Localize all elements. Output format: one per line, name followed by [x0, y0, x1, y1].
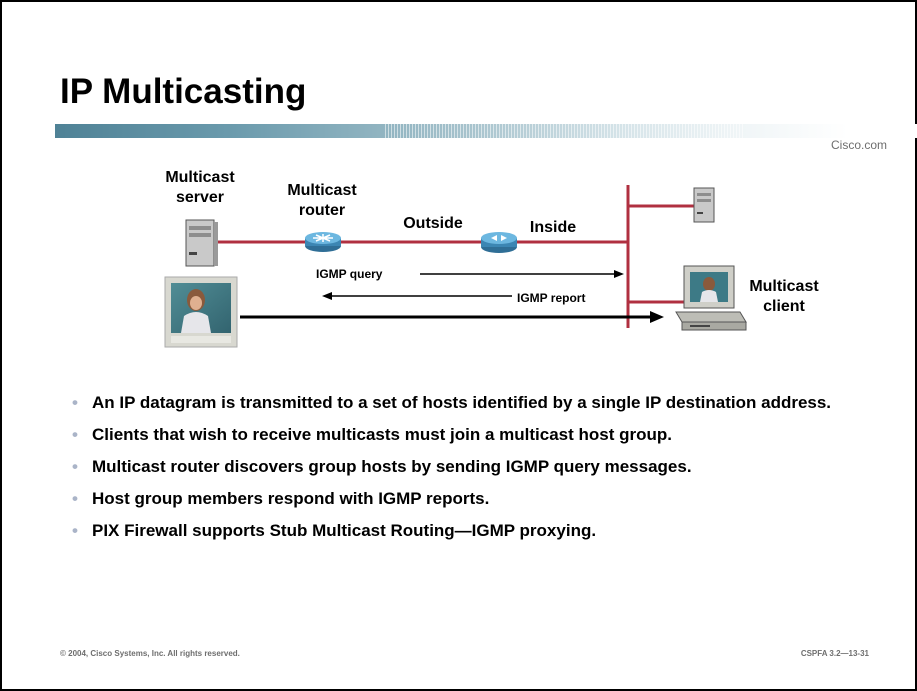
brand-label: Cisco.com [830, 138, 887, 152]
host-server-icon [693, 187, 715, 223]
igmp-query-arrow [420, 270, 624, 278]
list-item: • Multicast router discovers group hosts … [72, 456, 882, 477]
list-item: • Clients that wish to receive multicasts… [72, 424, 882, 445]
bullet-icon: • [72, 425, 78, 444]
bullet-list: • An IP datagram is transmitted to a set … [72, 392, 882, 552]
label-multicast-client: Multicast client [734, 277, 834, 317]
bullet-text: An IP datagram is transmitted to a set o… [92, 393, 832, 412]
label-inside: Inside [529, 219, 577, 236]
bullet-icon: • [72, 521, 78, 540]
footer-code: CSPFA 3.2—13-31 [800, 649, 869, 658]
label-multicast-server-line1: Multicast [165, 169, 235, 186]
bullet-icon: • [72, 457, 78, 476]
title-bar-stripes [385, 124, 745, 138]
list-item: • PIX Firewall supports Stub Multicast Ro… [72, 520, 882, 541]
title-bar [55, 124, 917, 138]
server-icon [185, 219, 218, 267]
bullet-icon: • [72, 489, 78, 508]
bullet-text: Clients that wish to receive multicasts … [92, 425, 673, 444]
label-multicast-router: Multicast router [272, 181, 372, 221]
footer-copyright: © 2004, Cisco Systems, Inc. All rights r… [60, 649, 240, 658]
list-item: • Host group members respond with IGMP re… [72, 488, 882, 509]
label-multicast-router-line1: Multicast [287, 182, 357, 199]
video-thumbnail-icon [164, 276, 238, 348]
label-multicast-router-line2: router [298, 202, 346, 219]
list-item: • An IP datagram is transmitted to a set … [72, 392, 882, 413]
bullet-icon: • [72, 393, 78, 412]
label-multicast-server: Multicast server [150, 168, 250, 208]
label-multicast-client-line2: client [763, 298, 805, 315]
bullet-text: Host group members respond with IGMP rep… [92, 489, 490, 508]
router-icon [305, 232, 341, 252]
multicast-stream-arrow [240, 311, 664, 323]
label-igmp-query: IGMP query [316, 267, 383, 281]
label-outside: Outside [403, 215, 463, 232]
bullet-text: Multicast router discovers group hosts b… [92, 457, 692, 476]
client-computer-icon [675, 265, 747, 331]
firewall-icon [481, 232, 517, 253]
igmp-report-arrow [322, 292, 512, 300]
label-multicast-server-line2: server [175, 189, 225, 206]
label-igmp-report: IGMP report [517, 291, 586, 305]
slide-title: IP Multicasting [60, 72, 307, 111]
label-multicast-client-line1: Multicast [749, 278, 819, 295]
bullet-text: PIX Firewall supports Stub Multicast Rou… [92, 521, 597, 540]
